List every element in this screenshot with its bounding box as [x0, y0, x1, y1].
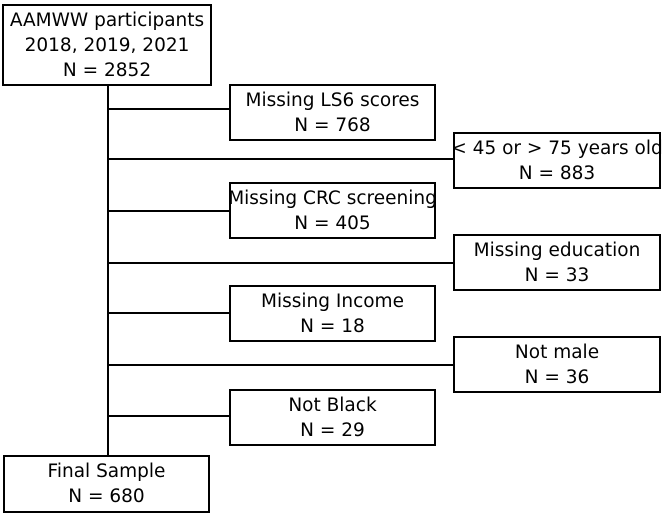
- exclusion-label: Not Black: [288, 394, 377, 416]
- exclusion-count: N = 768: [294, 114, 371, 136]
- connector-not-male: [107, 364, 453, 366]
- exclusion-count: N = 33: [524, 264, 590, 286]
- start-title: AAMWW participants: [9, 9, 205, 31]
- connector-missing-ls6: [107, 108, 229, 110]
- connector-not-black: [107, 415, 229, 417]
- exclusion-box-missing-education: Missing education N = 33: [453, 234, 661, 291]
- final-label: Final Sample: [47, 461, 166, 482]
- exclusion-count: N = 405: [294, 212, 371, 234]
- exclusion-box-missing-ls6: Missing LS6 scores N = 768: [229, 84, 436, 141]
- exclusion-label: Missing education: [473, 239, 641, 261]
- start-count: N = 2852: [62, 59, 152, 81]
- exclusion-box-missing-income: Missing Income N = 18: [229, 285, 436, 342]
- connector-missing-education: [107, 262, 453, 264]
- exclusion-count: N = 29: [300, 419, 365, 441]
- exclusion-label: Missing LS6 scores: [245, 89, 420, 111]
- exclusion-box-age: < 45 or > 75 years old N = 883: [451, 132, 663, 189]
- connector-age: [107, 158, 453, 160]
- exclusion-label: Missing Income: [261, 290, 404, 312]
- exclusion-box-not-black: Not Black N = 29: [229, 389, 436, 446]
- exclusion-label: < 45 or > 75 years old: [451, 137, 663, 159]
- main-spine-line: [107, 84, 109, 456]
- connector-missing-income: [107, 312, 229, 314]
- final-sample-box: Final Sample N = 680: [3, 455, 210, 513]
- final-count: N = 680: [68, 486, 145, 507]
- exclusion-label: Not male: [514, 341, 600, 363]
- exclusion-label: Missing CRC screening: [228, 187, 437, 209]
- exclusion-count: N = 883: [518, 162, 596, 184]
- exclusion-box-missing-crc: Missing CRC screening N = 405: [228, 182, 437, 239]
- exclusion-count: N = 18: [300, 315, 365, 337]
- connector-missing-crc: [107, 210, 229, 212]
- exclusion-count: N = 36: [524, 366, 590, 388]
- start-years: 2018, 2019, 2021: [24, 34, 190, 56]
- exclusion-box-not-male: Not male N = 36: [453, 336, 661, 393]
- start-box: AAMWW participants 2018, 2019, 2021 N = …: [2, 4, 212, 86]
